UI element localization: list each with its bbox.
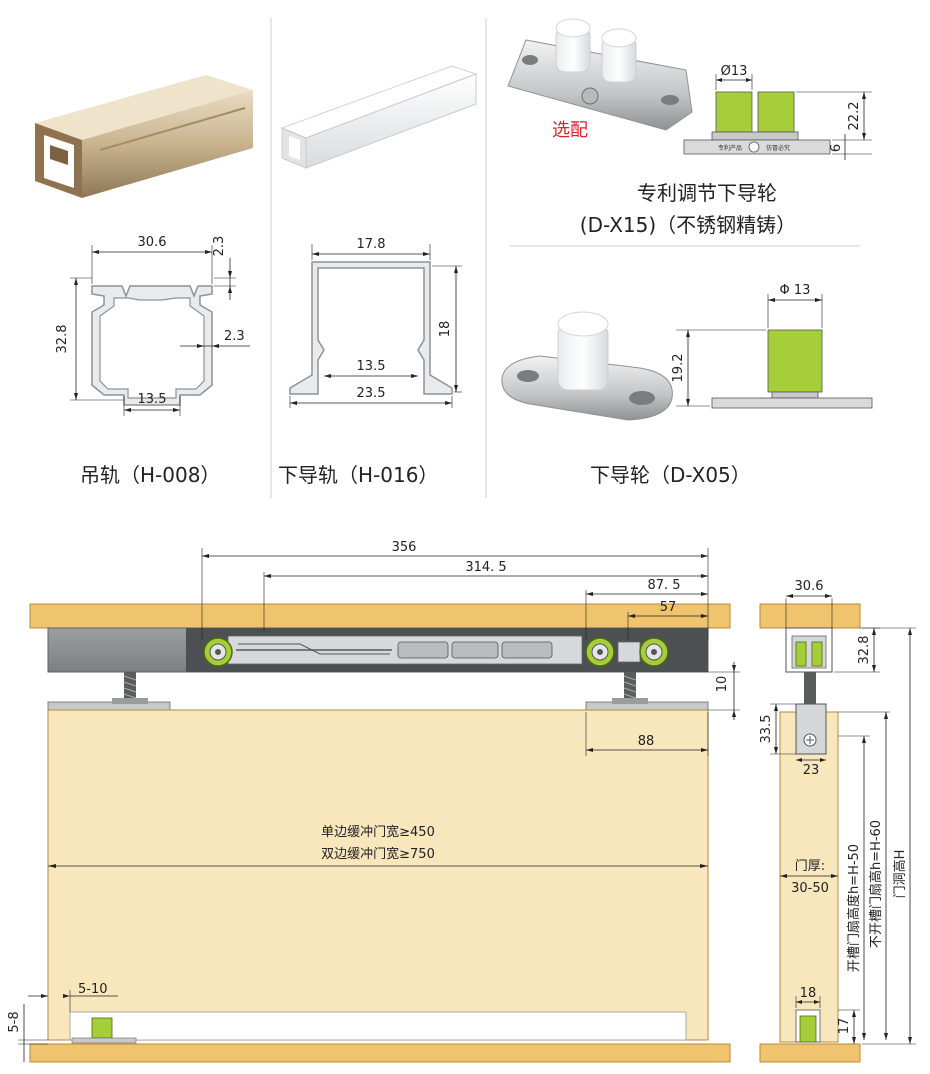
svg-text:仿冒必究: 仿冒必究 xyxy=(766,144,790,152)
dx05-diameter-dim: Φ 13 xyxy=(780,283,811,298)
side-hanger-bracket xyxy=(795,703,827,755)
rail-top-offset-dim: 2.3 xyxy=(212,236,227,257)
guide-wheel-caption: 下导轮（D-X05） xyxy=(590,463,751,487)
guide-rail-width-dim: 17.8 xyxy=(357,237,386,252)
rail-wall-dim: 2.3 xyxy=(224,329,245,344)
side-floor-board xyxy=(759,1043,861,1063)
optional-label: 选配 xyxy=(552,120,588,141)
guide-wheel-photo xyxy=(501,311,673,421)
side-rail-width: 30.6 xyxy=(795,579,824,594)
dim-5-10: 5-10 xyxy=(78,982,108,997)
floor-board xyxy=(29,1043,731,1063)
ceiling-board xyxy=(29,603,731,629)
dx15-height-dim: 22.2 xyxy=(847,102,862,131)
dim-356: 356 xyxy=(392,540,417,555)
guide-rail-height-dim: 18 xyxy=(438,321,453,338)
door-thickness-value: 30-50 xyxy=(791,881,829,896)
side-bracket-width: 23 xyxy=(803,763,820,778)
guide-rail-inner-dim: 13.5 xyxy=(357,359,386,374)
dx15-base-dim: 6 xyxy=(829,144,844,152)
roller-wheel xyxy=(639,637,669,667)
adjustable-guide-drawing: 专利产品 仿冒必究 xyxy=(683,91,831,155)
rail-bottom-dim: 13.5 xyxy=(138,392,167,407)
door-panel xyxy=(47,709,709,1041)
dx15-diameter-dim: Ø13 xyxy=(721,64,748,79)
dim-88: 88 xyxy=(638,734,655,749)
dim-57: 57 xyxy=(660,600,677,615)
adjustable-guide-caption-1: 专利调节下导轮 xyxy=(637,181,777,205)
side-bracket-height: 33.5 xyxy=(759,715,774,744)
label-opening-height: 门洞高H xyxy=(892,850,908,899)
dx05-height-dim: 19.2 xyxy=(671,354,686,383)
side-ceiling-board xyxy=(759,603,861,629)
dim-87-5: 87. 5 xyxy=(647,578,680,593)
roller-wheel xyxy=(585,637,615,667)
lower-guide-rail-profile xyxy=(289,261,453,395)
roller-carriage xyxy=(227,635,641,665)
floor-guide-front xyxy=(71,1017,137,1044)
adjustable-guide-photo xyxy=(507,18,693,131)
door-width-single: 单边缓冲门宽≥450 xyxy=(321,824,435,840)
dim-314-5: 314. 5 xyxy=(465,560,506,575)
side-door-panel xyxy=(779,711,839,1043)
lower-guide-rail-photo xyxy=(280,65,478,169)
guide-wheel-drawing xyxy=(711,329,873,409)
hanging-rail-photo xyxy=(35,75,253,198)
side-hanging-rail xyxy=(785,627,833,673)
rail-height-dim: 32.8 xyxy=(55,325,70,354)
label-slotted-height: 开槽门扇高度h=H-50 xyxy=(846,844,862,972)
dim-5-8: 5-8 xyxy=(7,1011,22,1032)
roller-wheel xyxy=(203,637,233,667)
side-hanger-bolt xyxy=(804,672,816,704)
side-rail-height: 32.8 xyxy=(857,636,872,665)
side-groove-depth: 17 xyxy=(837,1018,852,1035)
hanging-rail-caption: 吊轨（H-008） xyxy=(80,463,220,487)
door-groove xyxy=(69,1011,687,1041)
label-unslotted-height: 不开槽门扇高h=H-60 xyxy=(868,820,884,948)
rail-width-dim: 30.6 xyxy=(138,235,167,250)
door-width-double: 双边缓冲门宽≥750 xyxy=(321,846,435,862)
guide-rail-outer-dim: 23.5 xyxy=(357,386,386,401)
svg-text:专利产品: 专利产品 xyxy=(718,144,742,152)
hanging-rail-profile xyxy=(91,285,213,406)
side-floor-guide xyxy=(795,1009,821,1043)
door-thickness-label: 门厚: xyxy=(795,859,825,874)
hanger-bolt-right xyxy=(585,672,709,711)
adjustable-guide-caption-2: (D-X15)（不锈钢精铸） xyxy=(580,213,796,237)
hanger-bolt-left xyxy=(47,672,171,711)
dim-10: 10 xyxy=(715,676,730,693)
lower-guide-rail-caption: 下导轨（H-016） xyxy=(278,463,438,487)
side-groove-width: 18 xyxy=(800,986,817,1001)
